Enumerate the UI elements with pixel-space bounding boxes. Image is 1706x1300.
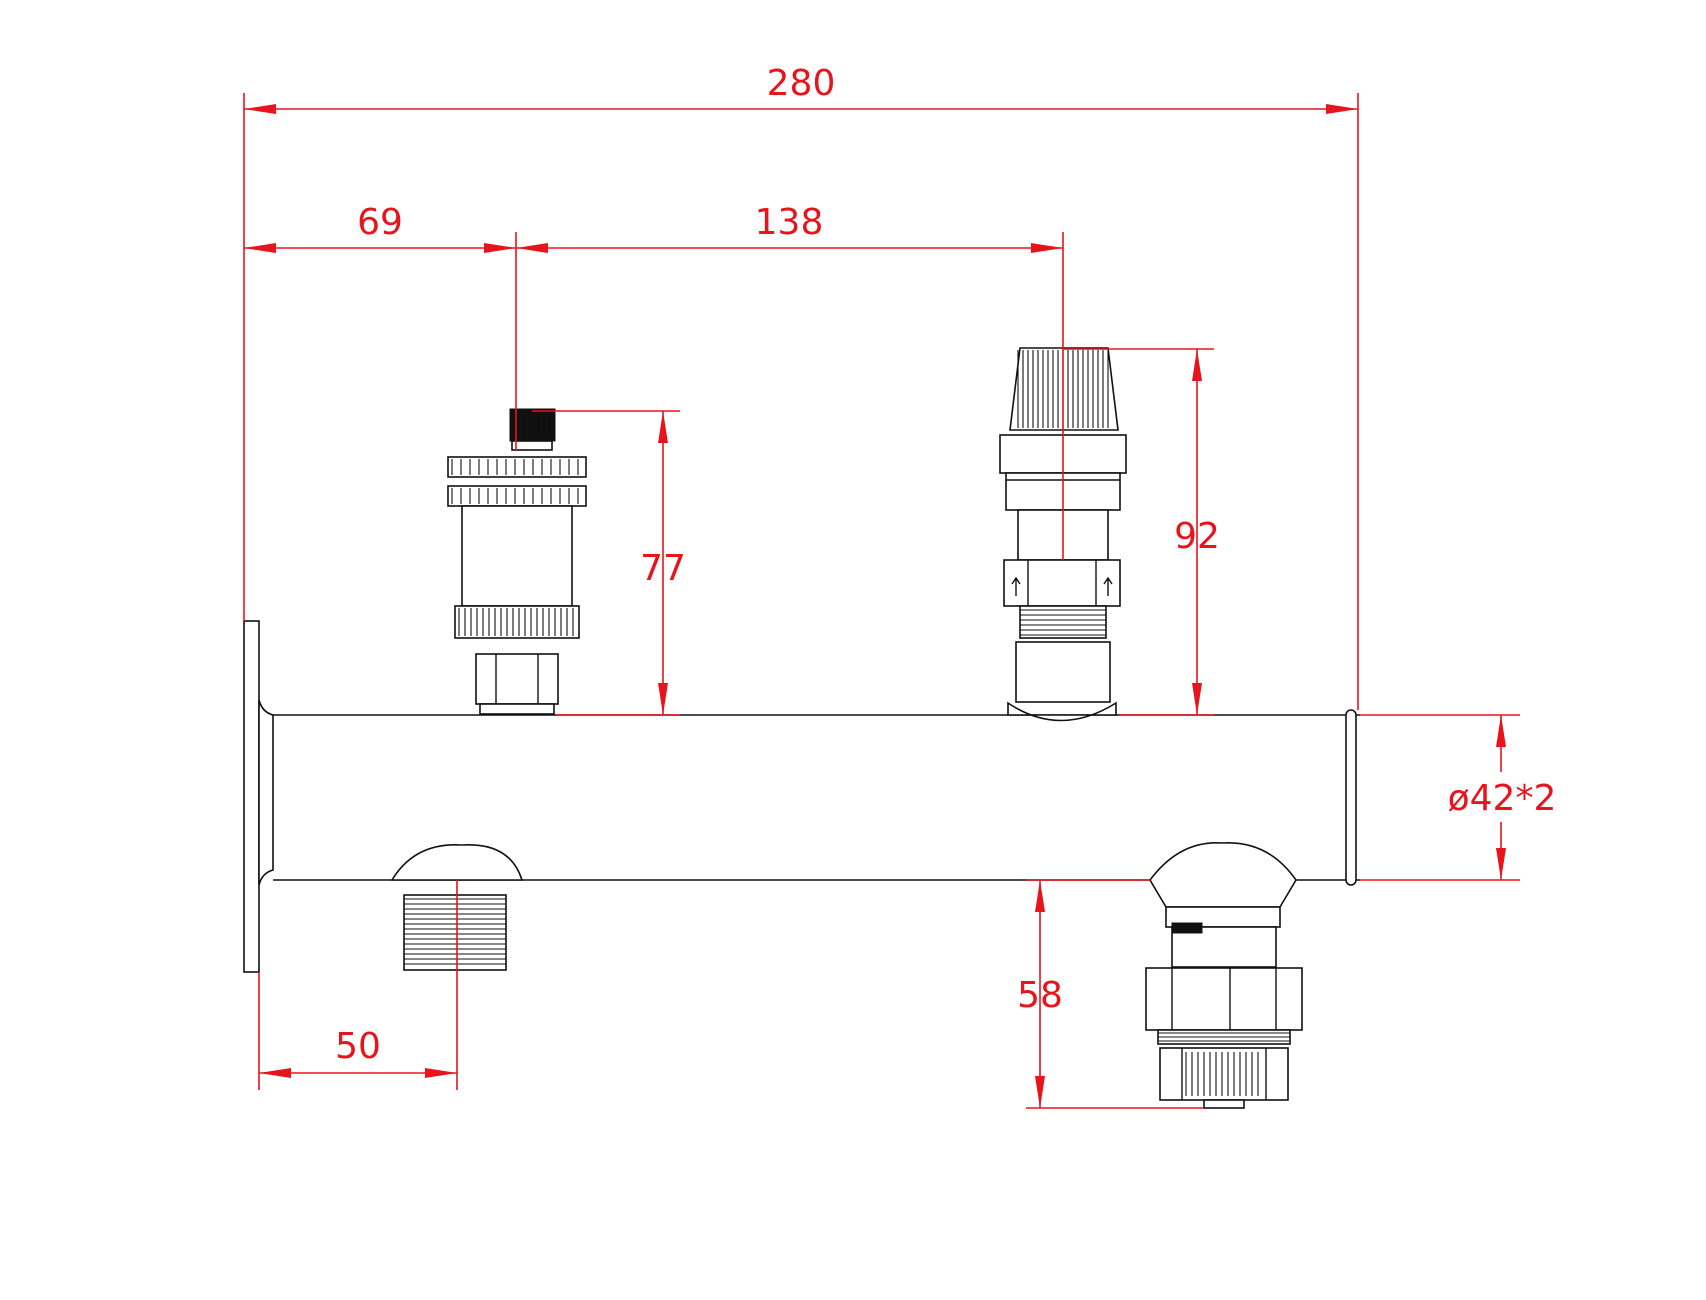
dimension-label-77: 77 bbox=[640, 548, 686, 589]
union-fitting bbox=[1145, 842, 1303, 1109]
dimension-air-vent-height: 77 bbox=[532, 410, 686, 716]
dimension-union-depth: 58 bbox=[1017, 879, 1204, 1109]
dimension-label-138: 138 bbox=[755, 202, 824, 243]
dimension-overall-length: 280 bbox=[243, 63, 1359, 710]
dimension-air-vent-offset: 69 bbox=[244, 202, 517, 450]
pressure-relief-valve bbox=[999, 347, 1127, 722]
dimension-bottom-port-offset: 50 bbox=[258, 880, 458, 1090]
dimension-pipe-diameter: ø42*2 bbox=[1360, 714, 1557, 881]
left-flange bbox=[243, 620, 274, 973]
dimension-label-69: 69 bbox=[357, 202, 403, 243]
dimension-relief-valve-height: 92 bbox=[1063, 348, 1220, 716]
dimension-valve-spacing: 138 bbox=[516, 202, 1064, 560]
dimension-label-92: 92 bbox=[1174, 516, 1220, 557]
dimension-label-58: 58 bbox=[1017, 975, 1063, 1016]
threaded-outlet bbox=[390, 844, 524, 971]
air-vent-valve bbox=[447, 408, 587, 715]
dimension-label-280: 280 bbox=[767, 63, 836, 104]
dimension-label-diameter: ø42*2 bbox=[1448, 778, 1557, 819]
dimension-label-50: 50 bbox=[335, 1026, 381, 1067]
